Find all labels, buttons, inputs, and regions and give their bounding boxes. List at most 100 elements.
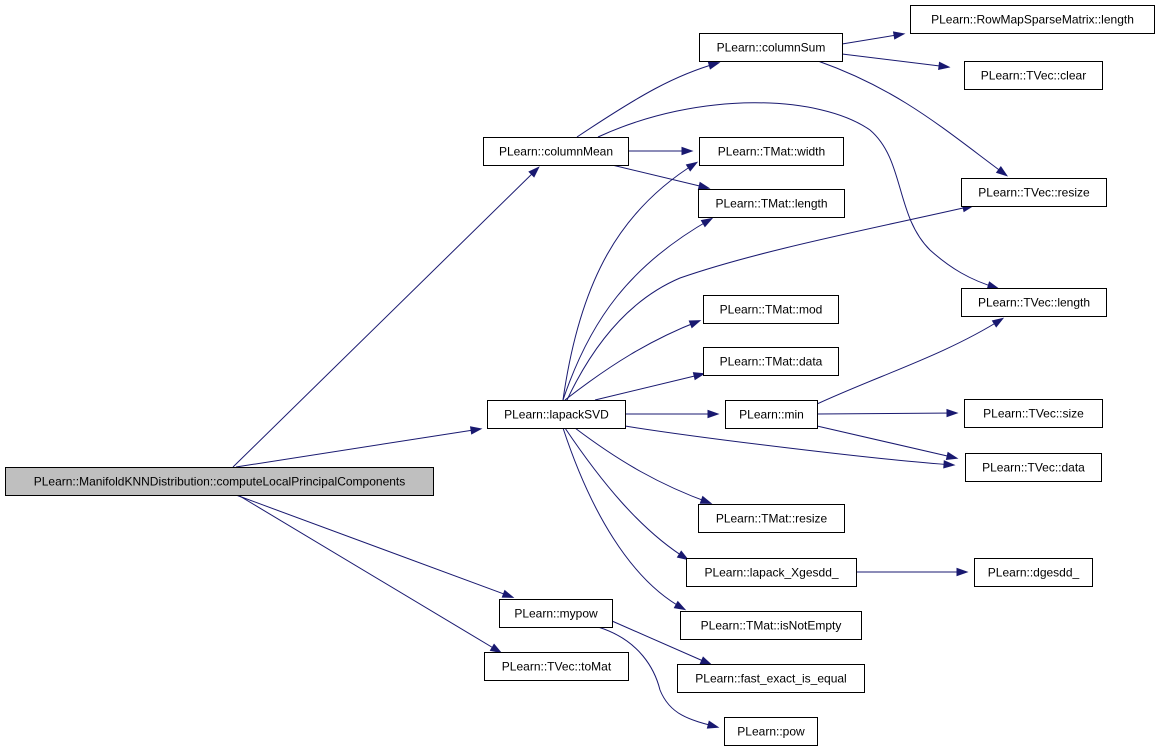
edge-root-to-lapackSVD <box>235 426 483 468</box>
node-tvecLength[interactable]: PLearn::TVec::length <box>961 288 1107 317</box>
node-pow[interactable]: PLearn::pow <box>724 717 818 746</box>
node-label: PLearn::TVec::resize <box>978 186 1090 200</box>
edge-lapackSVD-to-tmatWidth <box>562 161 699 401</box>
node-mypow[interactable]: PLearn::mypow <box>499 599 613 628</box>
edge-min-to-tvecLength <box>816 317 1005 405</box>
node-tvecClear[interactable]: PLearn::TVec::clear <box>964 61 1103 90</box>
edge-root-to-toMat <box>237 494 503 654</box>
arrowhead <box>697 181 711 190</box>
node-root[interactable]: PLearn::ManifoldKNNDistribution::compute… <box>5 467 434 496</box>
arrowhead <box>956 567 969 577</box>
node-lapackSVD[interactable]: PLearn::lapackSVD <box>487 400 626 429</box>
node-box <box>724 717 818 746</box>
node-label: PLearn::pow <box>737 725 805 739</box>
node-label: PLearn::TVec::toMat <box>502 660 612 674</box>
node-tmatWidth[interactable]: PLearn::TMat::width <box>699 137 844 166</box>
edge-lapackSVD-to-min <box>625 409 720 419</box>
node-box <box>677 664 865 693</box>
node-columnMean[interactable]: PLearn::columnMean <box>483 137 629 166</box>
node-box <box>974 558 1093 587</box>
arrowhead <box>986 281 1000 290</box>
arrowhead <box>945 451 959 460</box>
node-label: PLearn::columnMean <box>499 145 613 159</box>
node-box <box>483 137 629 166</box>
node-box <box>686 558 857 587</box>
node-box <box>961 288 1107 317</box>
node-min[interactable]: PLearn::min <box>725 400 818 429</box>
node-tmatMod[interactable]: PLearn::TMat::mod <box>703 295 839 324</box>
edge-columnSum-to-tvecClear <box>841 53 951 71</box>
node-label: PLearn::TVec::size <box>983 407 1084 421</box>
arrowhead <box>938 61 951 71</box>
arrowhead <box>681 146 694 156</box>
arrowhead <box>706 720 720 729</box>
edge-min-to-tvecData <box>816 425 959 460</box>
node-box <box>484 652 629 681</box>
edge-min-to-tvecSize <box>816 408 959 418</box>
node-isNotEmpty[interactable]: PLearn::TMat::isNotEmpty <box>680 611 862 640</box>
arrowhead <box>995 165 1009 177</box>
node-tvecSize[interactable]: PLearn::TVec::size <box>964 399 1103 428</box>
edge-columnMean-to-columnSum <box>576 61 721 138</box>
node-box <box>725 400 818 429</box>
node-label: PLearn::columnSum <box>717 41 826 55</box>
arrowhead <box>489 643 503 654</box>
arrowhead <box>707 409 720 419</box>
node-box <box>680 611 862 640</box>
node-tvecResize[interactable]: PLearn::TVec::resize <box>961 178 1107 207</box>
node-label: PLearn::fast_exact_is_equal <box>695 672 846 686</box>
node-tmatLength[interactable]: PLearn::TMat::length <box>698 189 845 218</box>
node-label: PLearn::lapackSVD <box>504 408 609 422</box>
edge-mypow-to-fastExact <box>611 620 713 666</box>
node-label: PLearn::mypow <box>514 607 598 621</box>
node-toMat[interactable]: PLearn::TVec::toMat <box>484 652 629 681</box>
node-label: PLearn::TVec::length <box>978 296 1090 310</box>
node-columnSum[interactable]: PLearn::columnSum <box>699 33 843 62</box>
call-graph-nodes: PLearn::ManifoldKNNDistribution::compute… <box>5 5 1155 746</box>
node-tmatResize[interactable]: PLearn::TMat::resize <box>698 504 845 533</box>
node-dgesdd[interactable]: PLearn::dgesdd_ <box>974 558 1093 587</box>
node-label: PLearn::min <box>739 408 804 422</box>
node-label: PLearn::TMat::isNotEmpty <box>701 619 842 633</box>
node-box <box>699 33 843 62</box>
edge-lapackSVD-to-tvecData <box>624 425 956 469</box>
edge-columnMean-to-tmatLength <box>611 164 711 190</box>
node-tmatData[interactable]: PLearn::TMat::data <box>703 347 839 376</box>
arrowhead <box>699 495 713 504</box>
arrowhead <box>943 460 956 469</box>
arrowhead <box>700 217 714 228</box>
arrowhead <box>688 320 702 329</box>
node-label: PLearn::TMat::resize <box>716 512 828 526</box>
node-tvecData[interactable]: PLearn::TVec::data <box>965 453 1102 482</box>
node-box <box>964 61 1103 90</box>
call-graph-edges <box>232 31 1009 729</box>
edge-lapackSVD-to-tmatData <box>594 372 706 401</box>
node-label: PLearn::lapack_Xgesdd_ <box>704 566 838 580</box>
node-label: PLearn::RowMapSparseMatrix::length <box>931 13 1134 27</box>
arrowhead <box>685 161 699 172</box>
node-label: PLearn::TMat::mod <box>720 303 823 317</box>
node-box <box>699 137 844 166</box>
arrowhead <box>673 600 687 611</box>
node-label: PLearn::ManifoldKNNDistribution::compute… <box>34 475 406 489</box>
node-box <box>703 347 839 376</box>
arrowhead <box>699 656 713 666</box>
edge-lapackSVD-to-isNotEmpty <box>562 427 687 611</box>
node-box <box>499 599 613 628</box>
node-box <box>487 400 626 429</box>
node-box <box>5 467 434 496</box>
arrowhead <box>692 372 706 381</box>
arrowhead <box>501 589 515 598</box>
edge-lapackSVD-to-tmatMod <box>564 320 702 401</box>
arrowhead <box>528 166 540 178</box>
node-rmsmLength[interactable]: PLearn::RowMapSparseMatrix::length <box>910 5 1155 34</box>
edge-xgesdd-to-dgesdd <box>856 567 969 577</box>
node-label: PLearn::dgesdd_ <box>988 566 1080 580</box>
node-fastExact[interactable]: PLearn::fast_exact_is_equal <box>677 664 865 693</box>
node-box <box>698 504 845 533</box>
edge-columnSum-to-tvecResize <box>817 60 1009 177</box>
node-xgesdd[interactable]: PLearn::lapack_Xgesdd_ <box>686 558 857 587</box>
node-box <box>703 295 839 324</box>
edge-mypow-to-pow <box>597 626 720 729</box>
